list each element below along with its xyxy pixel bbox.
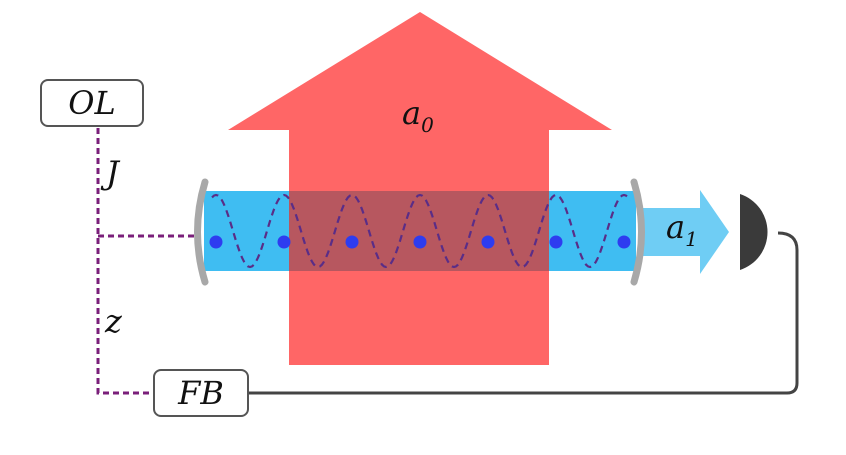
detector-icon: [740, 194, 768, 270]
atom: [481, 235, 495, 249]
cavity-output-arrow: [640, 190, 729, 274]
ol-label: OL: [68, 84, 115, 122]
pump-mode-label: a0: [402, 94, 434, 137]
optical-lattice-box: OL: [40, 79, 144, 127]
standing-wave: [211, 193, 631, 269]
pump-mode-base: a: [402, 94, 421, 132]
atom: [413, 235, 427, 249]
atom: [345, 235, 359, 249]
atom: [617, 235, 631, 249]
cavity-mode-sub: 1: [685, 227, 698, 251]
detector-wire: [248, 231, 799, 395]
pump-mode-sub: 0: [421, 113, 434, 137]
tunneling-label: J: [100, 154, 121, 192]
atom: [277, 235, 291, 249]
feedback-dashed-line: [96, 128, 198, 395]
cavity-mode-base: a: [666, 208, 685, 246]
right-mirror: [630, 178, 645, 286]
pump-cavity-overlap: [289, 191, 549, 271]
atoms-group: [209, 235, 631, 249]
atom: [549, 235, 563, 249]
cavity-mode-label: a1: [666, 208, 698, 251]
fb-label: FB: [177, 374, 224, 412]
pump-beam-arrow: [228, 12, 612, 365]
position-label: z: [104, 302, 123, 340]
left-mirror: [194, 178, 209, 286]
atom: [209, 235, 223, 249]
feedback-box: FB: [153, 369, 249, 417]
